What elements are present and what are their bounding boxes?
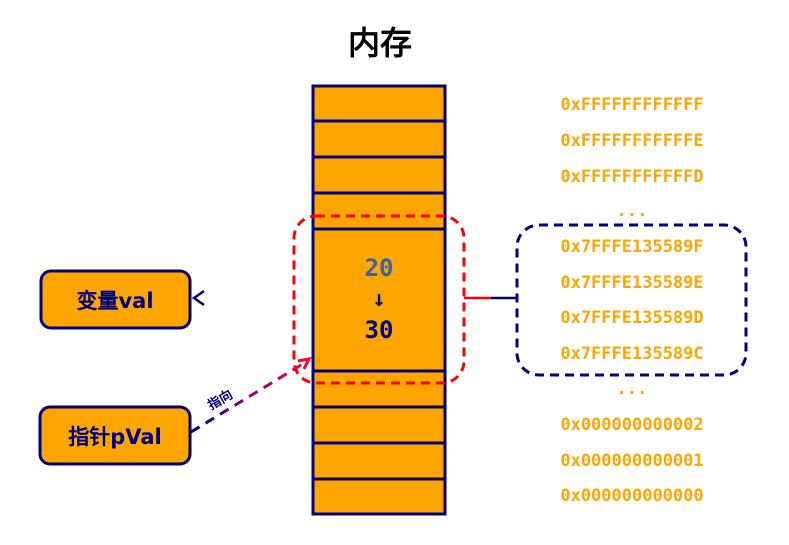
address-label: 0x000000000002 xyxy=(560,415,703,435)
memory-cell xyxy=(311,119,447,159)
variable-box xyxy=(39,269,192,330)
address-label: 0x000000000001 xyxy=(560,451,703,471)
address-label: 0x7FFFE135589C xyxy=(560,344,703,364)
arrow-head-icon xyxy=(191,289,205,307)
highlight-box xyxy=(292,214,466,385)
address-ellipsis: ... xyxy=(617,379,648,399)
memory-cell xyxy=(311,369,447,409)
address-label: 0x7FFFE135589D xyxy=(560,308,703,328)
pointer-label: 指针pVal xyxy=(68,425,162,449)
address-label: 0x7FFFE135589E xyxy=(560,273,703,293)
memory-cell xyxy=(311,191,447,231)
pointer-box xyxy=(38,405,192,466)
address-label: 0xFFFFFFFFFFFD xyxy=(560,167,703,187)
memory-cell xyxy=(311,477,447,516)
memory-cell xyxy=(311,84,447,123)
memory-cell xyxy=(311,405,447,445)
memory-column xyxy=(311,84,447,516)
points-to-label: 指向 xyxy=(205,387,236,414)
address-label: 0xFFFFFFFFFFFF xyxy=(560,95,703,115)
address-label: 0xFFFFFFFFFFFE xyxy=(560,131,703,151)
memory-cell xyxy=(311,155,447,195)
variable-label: 变量val xyxy=(76,289,153,313)
pointer-arrow-head-icon xyxy=(297,356,312,370)
address-ellipsis: ... xyxy=(617,201,648,221)
address-label: 0x7FFFE135589F xyxy=(560,237,703,257)
diagram-title: 内存 xyxy=(347,24,412,62)
new-value: 30 xyxy=(365,316,394,344)
memory-cell xyxy=(311,441,447,481)
address-label: 0x000000000000 xyxy=(560,486,703,506)
change-arrow: ↓ xyxy=(372,287,385,312)
old-value: 20 xyxy=(365,254,394,282)
address-highlight-box xyxy=(515,223,748,377)
pointer-arrow xyxy=(190,360,307,434)
